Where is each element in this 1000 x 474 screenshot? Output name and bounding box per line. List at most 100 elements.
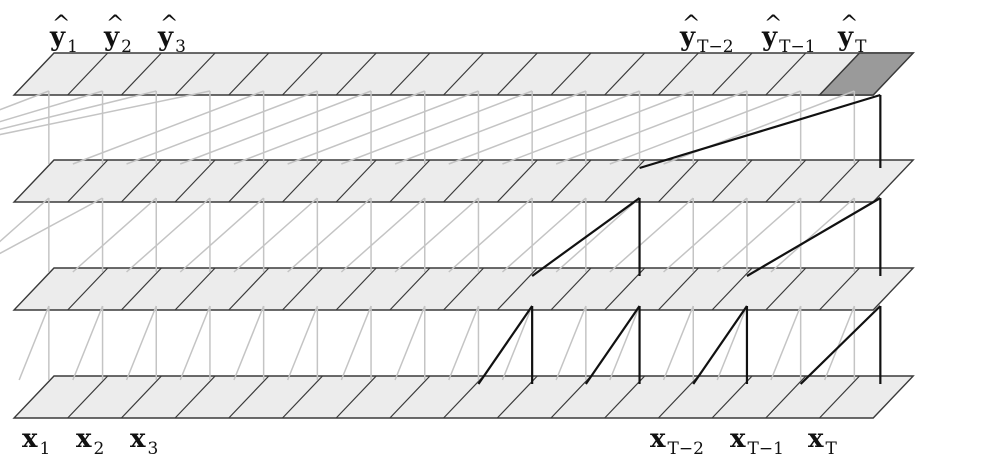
- inactive-connection: [555, 90, 748, 165]
- inactive-connection: [18, 305, 50, 381]
- label-subscript: 2: [121, 37, 132, 57]
- label-subscript: T−2: [697, 37, 733, 57]
- inactive-connection: [448, 197, 533, 273]
- inactive-connection: [72, 90, 264, 165]
- cell-divider: [389, 52, 431, 96]
- cell-divider: [67, 159, 109, 203]
- inactive-connection: [823, 305, 856, 381]
- inactive-connection: [233, 197, 318, 273]
- label-subscript: T−1: [748, 439, 784, 459]
- label-base: y: [103, 22, 120, 52]
- inactive-connection: [555, 305, 587, 381]
- inactive-connection: [0, 90, 211, 136]
- inactive-connection: [0, 90, 157, 131]
- cell-divider: [120, 159, 162, 203]
- cell-divider: [443, 375, 485, 419]
- hat-mark: ^: [764, 12, 782, 37]
- label-subscript: 2: [94, 439, 105, 459]
- inactive-connection: [555, 197, 641, 273]
- layer-bands: [12, 52, 915, 419]
- cell-divider: [819, 375, 860, 419]
- label-base: y: [679, 22, 696, 52]
- active-connections: [477, 93, 882, 385]
- inactive-connection: [72, 305, 104, 381]
- cell-divider: [604, 52, 646, 96]
- cell-divider: [550, 267, 592, 311]
- cell-divider: [67, 375, 109, 419]
- cell-divider: [711, 267, 753, 311]
- label-subscript: T: [826, 439, 838, 459]
- hat-mark: ^: [840, 12, 858, 37]
- cell-divider: [228, 159, 270, 203]
- inactive-connection: [394, 90, 587, 165]
- inactive-connection: [341, 90, 533, 165]
- label-base: x: [130, 424, 146, 454]
- cell-divider: [389, 159, 431, 203]
- cell-divider: [443, 52, 485, 96]
- cell-divider: [765, 375, 807, 419]
- label-base: y: [49, 22, 66, 52]
- cell-divider: [711, 375, 753, 419]
- cell-divider: [765, 267, 807, 311]
- cell-divider: [282, 267, 323, 311]
- cell-divider: [443, 159, 485, 203]
- hat-mark: ^: [682, 12, 700, 37]
- cell-divider: [657, 267, 699, 311]
- cell-divider: [443, 267, 485, 311]
- inactive-connection: [233, 90, 426, 165]
- active-connection: [477, 305, 534, 385]
- cell-divider: [174, 159, 216, 203]
- cell-divider: [604, 159, 646, 203]
- cell-divider: [282, 375, 323, 419]
- cell-divider: [711, 52, 753, 96]
- inactive-connection: [448, 90, 640, 165]
- label-subscript: 3: [148, 439, 159, 459]
- cell-divider: [819, 267, 860, 311]
- cell-divider: [228, 375, 270, 419]
- inactive-connection: [394, 305, 426, 381]
- cell-divider: [335, 375, 377, 419]
- cell-divider: [67, 52, 109, 96]
- inactive-connection: [770, 305, 802, 381]
- inactive-connection: [716, 305, 748, 381]
- active-connection: [746, 197, 881, 277]
- cell-divider: [389, 375, 431, 419]
- cell-divider: [550, 375, 592, 419]
- cell-divider: [496, 375, 538, 419]
- cell-divider: [389, 267, 431, 311]
- cell-divider: [550, 52, 592, 96]
- inactive-connection: [394, 197, 479, 273]
- cell-divider: [335, 159, 377, 203]
- cell-divider: [228, 267, 270, 311]
- cell-divider: [496, 267, 538, 311]
- inactive-connection: [126, 197, 211, 273]
- cell-divider: [174, 375, 216, 419]
- active-connection: [584, 305, 641, 385]
- label-subscript: T−1: [779, 37, 815, 57]
- inactive-connection: [609, 90, 801, 165]
- label-base: y: [761, 22, 778, 52]
- inactive-connection: [448, 305, 480, 381]
- inactive-connection: [340, 305, 372, 381]
- inactive-connection: [662, 305, 694, 381]
- label-base: y: [837, 22, 854, 52]
- inactive-connection: [340, 197, 426, 273]
- label-subscript: T: [855, 37, 867, 57]
- cell-divider: [604, 375, 646, 419]
- inactive-connection: [0, 197, 50, 243]
- inactive-connection: [72, 197, 157, 273]
- cell-divider: [282, 52, 323, 96]
- cell-divider: [174, 267, 216, 311]
- inactive-connection: [126, 90, 318, 165]
- inactive-connection: [286, 305, 319, 381]
- inactive-connection: [179, 305, 211, 381]
